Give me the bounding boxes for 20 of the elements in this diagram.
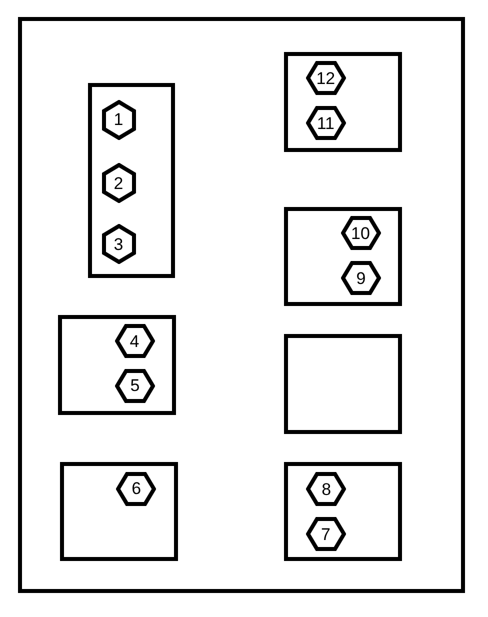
empty-box: [284, 334, 402, 434]
container-box: [284, 52, 402, 152]
number-hexagon: 11: [306, 106, 346, 140]
container-box: [284, 207, 402, 306]
number-hexagon: 12: [306, 61, 346, 95]
frame-box: [18, 17, 465, 593]
container-box: [58, 315, 176, 415]
number-hexagon: 4: [114, 324, 154, 358]
number-hexagon: 9: [341, 261, 381, 295]
number-hexagon: 10: [340, 216, 380, 250]
container-box: [284, 462, 402, 561]
number-hexagon: 7: [306, 517, 346, 551]
number-hexagon: 2: [102, 163, 136, 203]
container-box: [88, 83, 175, 278]
container-box: [60, 462, 178, 561]
number-hexagon: 3: [102, 224, 136, 264]
number-hexagon: 5: [115, 368, 155, 403]
number-hexagon: 6: [116, 472, 156, 506]
number-hexagon: 1: [102, 100, 136, 140]
number-hexagon: 8: [306, 472, 346, 506]
